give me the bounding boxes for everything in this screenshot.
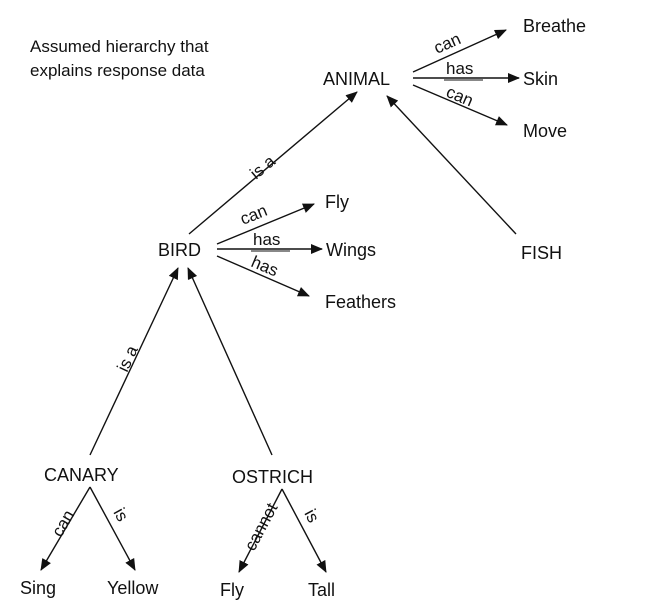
caption-line-1: Assumed hierarchy that — [30, 37, 209, 56]
edge-label-ostrich-tall: is — [300, 506, 323, 526]
edge-canary-sing — [40, 486, 91, 571]
node-bird: BIRD — [158, 240, 201, 260]
edge-canary-yellow — [89, 486, 136, 571]
edge-label-canary-yellow: is — [110, 505, 133, 525]
edge-ostrich-fly — [238, 488, 283, 573]
edge-canary-bird — [89, 267, 179, 456]
edge-bird-animal — [188, 91, 358, 235]
edge-label-ostrich-fly: cannot — [241, 500, 282, 554]
node-fish: FISH — [521, 243, 562, 263]
property-move: Move — [523, 121, 567, 141]
caption-line-2: explains response data — [30, 61, 205, 80]
edge-label-bird-animal: is a — [246, 151, 279, 183]
property-fly: Fly — [325, 192, 349, 212]
edge-animal-breathe — [412, 29, 507, 73]
edge-bird-fly — [216, 203, 315, 245]
edge-bird-feathers — [216, 255, 310, 297]
edge-ostrich-bird — [187, 267, 273, 456]
edge-label-animal-skin: has — [446, 59, 473, 78]
property-breathe: Breathe — [523, 16, 586, 36]
edge-label-animal-breathe: can — [431, 29, 464, 58]
edge-label-animal-move: can — [443, 82, 476, 110]
edge-label-bird-feathers: has — [248, 252, 281, 280]
edge-label-bird-wings: has — [253, 230, 280, 249]
node-animal: ANIMAL — [323, 69, 390, 89]
edge-animal-move — [412, 84, 508, 126]
node-canary: CANARY — [44, 465, 119, 485]
edge-label-canary-bird: is a — [113, 342, 142, 375]
property-sing: Sing — [20, 578, 56, 598]
edge-fish-animal — [386, 95, 517, 235]
property-tall: Tall — [308, 580, 335, 600]
property-feathers: Feathers — [325, 292, 396, 312]
edge-label-canary-sing: can — [48, 507, 78, 540]
edge-ostrich-tall — [281, 488, 327, 573]
property-yellow: Yellow — [107, 578, 159, 598]
property-skin: Skin — [523, 69, 558, 89]
property-wings: Wings — [326, 240, 376, 260]
node-ostrich: OSTRICH — [232, 467, 313, 487]
property-fly-ostrich: Fly — [220, 580, 244, 600]
